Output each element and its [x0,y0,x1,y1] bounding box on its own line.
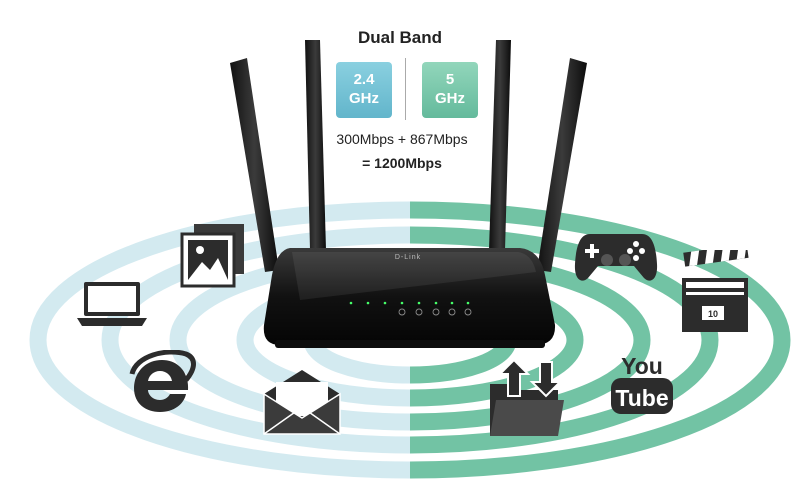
band-unit: GHz [435,90,465,107]
band-unit: GHz [349,90,379,107]
router-body [263,248,556,345]
antenna [537,58,587,272]
speed-total-text: = 1200Mbps [362,155,442,171]
band-freq: 5 [445,71,455,89]
youtube-text-bottom: Tube [615,385,668,411]
speed-sum-text: 300Mbps + 867Mbps [336,131,468,147]
gamepad-icon [574,234,658,281]
youtube-text-top: You [621,353,663,379]
band-2-4ghz-badge: 2.4 GHz [336,62,392,118]
email-icon [263,370,341,435]
antenna [230,58,279,272]
band-5ghz-badge: 5 GHz [422,62,478,118]
youtube-icon: You Tube [611,353,673,414]
clapperboard-icon: 10 [682,250,749,332]
file-transfer-icon [490,360,564,436]
antenna-group [230,40,587,272]
photos-icon [180,224,244,288]
clapper-number: 10 [708,309,718,319]
antenna [489,40,511,250]
laptop-icon [77,282,147,326]
antenna [305,40,326,250]
band-divider [405,58,406,120]
band-freq: 2.4 [353,71,375,89]
internet-explorer-icon [129,350,196,412]
router-brand-label: D-Link [394,254,422,261]
page-title: Dual Band [357,28,443,47]
status-leds [349,301,470,305]
